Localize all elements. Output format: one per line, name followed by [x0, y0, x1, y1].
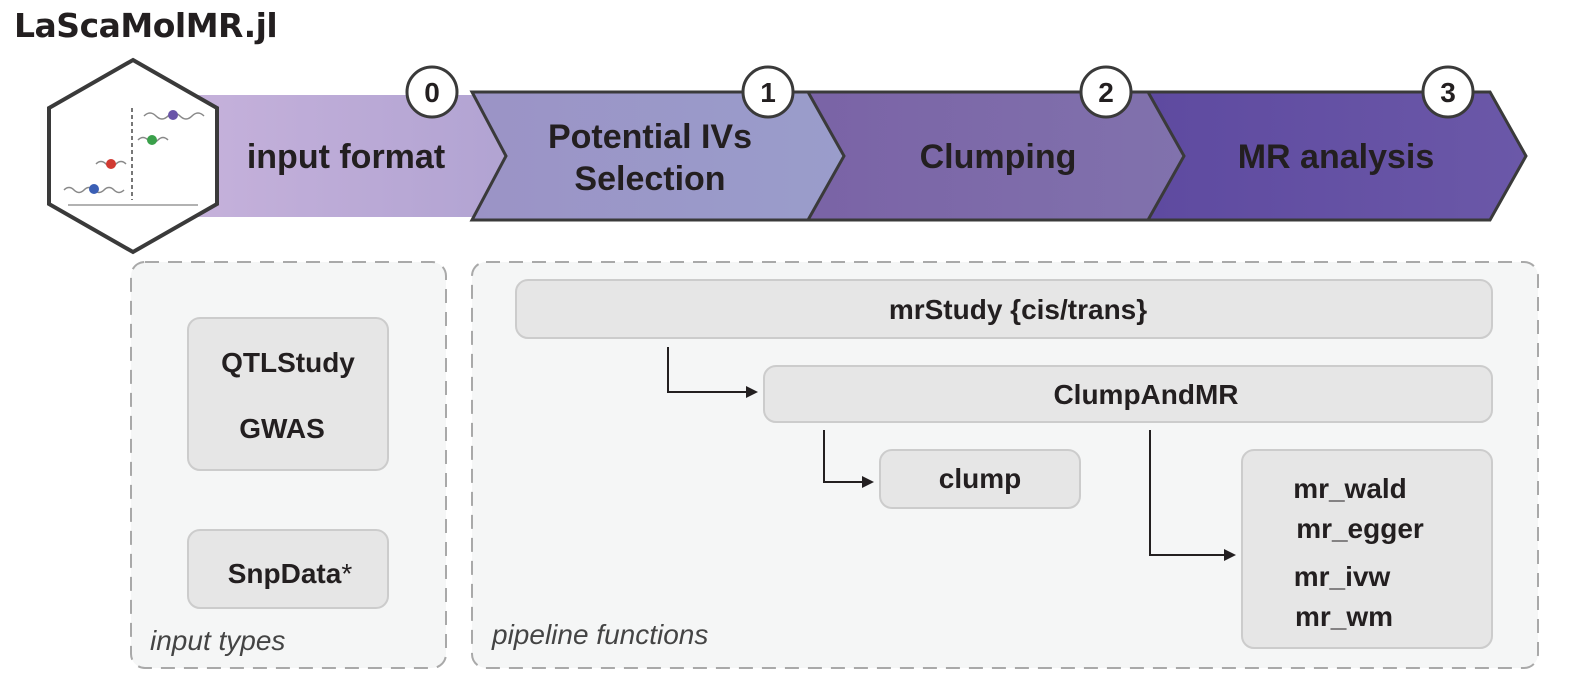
- step-label-3: MR analysis: [1238, 138, 1435, 176]
- gwas-label: GWAS: [239, 413, 325, 444]
- step-number-badge-1: 1: [741, 65, 795, 119]
- step-label-2: Clumping: [920, 138, 1077, 176]
- clump-label: clump: [939, 463, 1021, 494]
- mr-egger-label: mr_egger: [1296, 513, 1424, 544]
- step-arrow-1: [469, 90, 850, 222]
- clump-box: [879, 449, 1081, 509]
- step-label-0: input format: [247, 138, 445, 176]
- snpdata-label: SnpData*: [228, 558, 353, 589]
- clumpandmr-label: ClumpAndMR: [1053, 379, 1238, 410]
- app-title: LaScaMolMR.jl: [14, 6, 278, 45]
- arrow-mrstudy-to-clumpandmr: [667, 347, 758, 398]
- mr-ivw-label: mr_ivw: [1294, 561, 1391, 592]
- step-number-badge-2: 2: [1079, 65, 1133, 119]
- arrow-clumpandmr-to-mr-methods: [1149, 430, 1236, 561]
- step-number-badge-3: 3: [1421, 65, 1475, 119]
- logo-hexagon-icon: [47, 57, 219, 255]
- step-arrow-3: [1145, 90, 1528, 222]
- svg-text:3: 3: [1440, 77, 1456, 108]
- snpdata-box: [187, 529, 389, 609]
- svg-text:1: 1: [760, 77, 776, 108]
- step-number-badge-0: 0: [405, 65, 459, 119]
- input-types-label: input types: [150, 625, 285, 656]
- qtlstudy-label: QTLStudy: [221, 347, 355, 378]
- pipeline-functions-label: pipeline functions: [491, 619, 708, 650]
- study-types-box: [187, 317, 389, 471]
- mrstudy-label: mrStudy {cis/trans}: [889, 294, 1147, 325]
- mr-methods-box: [1241, 449, 1493, 649]
- arrow-clumpandmr-to-clump: [823, 430, 874, 488]
- clumpandmr-box: [763, 365, 1493, 423]
- svg-text:2: 2: [1098, 77, 1114, 108]
- mr-wald-label: mr_wald: [1293, 473, 1407, 504]
- mr-wm-label: mr_wm: [1295, 601, 1393, 632]
- svg-text:0: 0: [424, 77, 440, 108]
- mrstudy-box: [515, 279, 1493, 339]
